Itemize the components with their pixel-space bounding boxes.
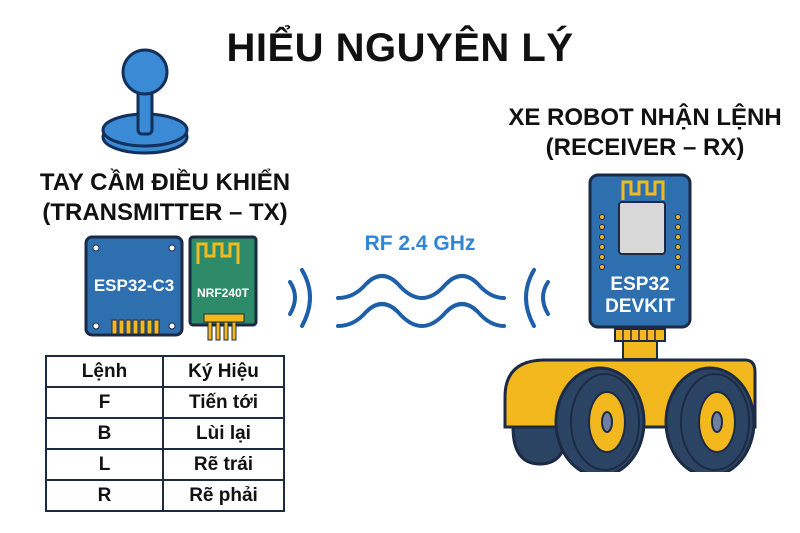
receiver-label-line1: XE ROBOT NHẬN LỆNH <box>508 104 782 131</box>
cell-meaning: Rẽ trái <box>162 448 285 481</box>
table-header-row: Lệnh Ký Hiệu <box>45 355 285 388</box>
cell-command: B <box>45 417 164 450</box>
devkit-label-line2: DEVKIT <box>605 296 675 317</box>
esp32-c3-module: ESP32-C3 NRF240T <box>84 235 258 341</box>
radio-wave-icon <box>288 268 550 329</box>
table-row: F Tiến tới <box>45 386 285 419</box>
receiver-label: XE ROBOT NHẬN LỆNH (RECEIVER – RX) <box>500 103 790 163</box>
transmitter-label-line1: TAY CẦM ĐIỀU KHIỂN <box>39 169 291 196</box>
cell-command: R <box>45 479 164 512</box>
receiver-label-line2: (RECEIVER – RX) <box>545 134 745 161</box>
cell-meaning: Rẽ phải <box>162 479 285 512</box>
robot-car-icon: ESP32 DEVKIT <box>503 173 757 472</box>
transmitter-label: TAY CẦM ĐIỀU KHIỂN (TRANSMITTER – TX) <box>30 168 300 228</box>
header-symbol: Ký Hiệu <box>162 355 285 388</box>
rf-frequency-label: RF 2.4 GHz <box>364 232 476 255</box>
transmitter-label-line2: (TRANSMITTER – TX) <box>42 199 288 226</box>
cell-command: L <box>45 448 164 481</box>
page-title: HIỂU NGUYÊN LÝ <box>226 26 574 70</box>
table-row: R Rẽ phải <box>45 479 285 512</box>
table-row: B Lùi lại <box>45 417 285 450</box>
table-row: L Rẽ trái <box>45 448 285 481</box>
cell-meaning: Lùi lại <box>162 417 285 450</box>
command-table: Lệnh Ký Hiệu F Tiến tới B Lùi lại L Rẽ t… <box>45 355 285 512</box>
header-command: Lệnh <box>45 355 164 388</box>
cell-command: F <box>45 386 164 419</box>
devkit-label-line1: ESP32 <box>610 274 669 295</box>
joystick-icon <box>101 48 189 155</box>
esp32-c3-label: ESP32-C3 <box>94 276 174 295</box>
nrf-module-label: NRF240T <box>197 286 250 300</box>
cell-meaning: Tiến tới <box>162 386 285 419</box>
